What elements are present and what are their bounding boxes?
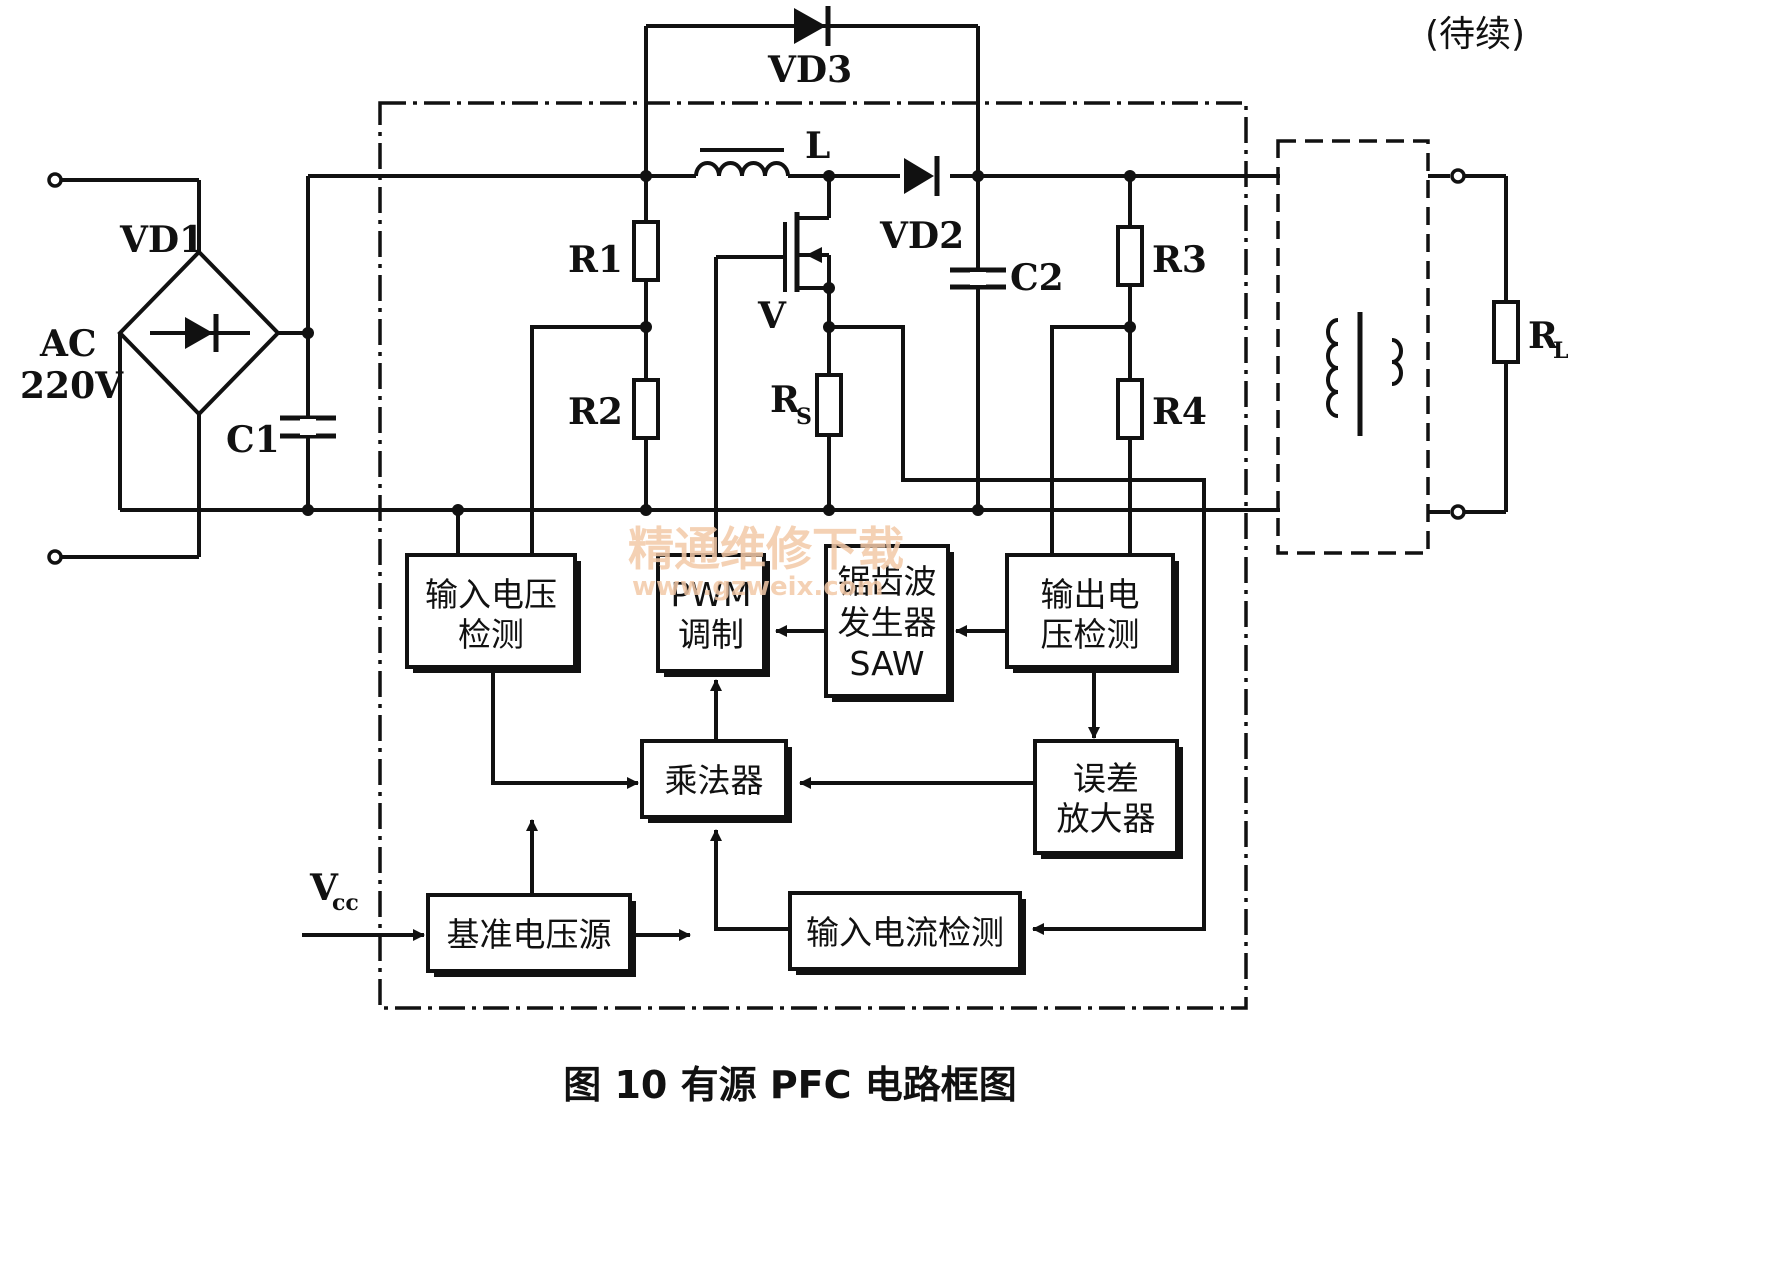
label-rl: R (1528, 315, 1559, 357)
block-multiplier-label: 乘法器 (665, 761, 764, 800)
transformer-boundary (1276, 139, 1430, 555)
resistor-r3 (1116, 225, 1144, 287)
diode-vd3 (644, 6, 980, 176)
block-input-voltage-detect-line1: 输入电压 (425, 575, 557, 614)
block-error-amplifier: 误差 放大器 (1033, 739, 1183, 859)
diode-vd2 (900, 156, 950, 196)
label-ac: AC (39, 323, 97, 365)
controller-ic-boundary (378, 101, 1248, 1010)
block-input-current-detect-label: 输入电流检测 (806, 913, 1004, 952)
label-vd1: VD1 (119, 219, 204, 261)
mosfet-v (714, 176, 831, 555)
block-error-amplifier-line1: 误差 (1073, 759, 1139, 798)
block-output-voltage-detect-line1: 输出电 (1041, 575, 1140, 614)
resistor-r2 (632, 378, 660, 440)
figure-caption: 图 10 有源 PFC 电路框图 (563, 1063, 1017, 1107)
label-r3: R3 (1152, 239, 1207, 281)
label-l: L (805, 125, 830, 167)
label-vcc: V (309, 867, 339, 909)
block-reference-voltage: 基准电压源 (426, 893, 636, 977)
block-input-voltage-detect: 输入电压 检测 (405, 553, 581, 673)
label-r2: R2 (568, 391, 623, 433)
capacitor-c1 (280, 415, 336, 439)
bridge-rectifier-vd1 (117, 249, 308, 510)
watermark-url: www.gzweix.com (632, 572, 884, 602)
block-pwm: PWM 调制 (656, 553, 770, 677)
label-v: V (757, 295, 787, 337)
block-saw-line2: 发生器 (838, 603, 937, 642)
block-reference-voltage-label: 基准电压源 (447, 915, 612, 954)
label-c1: C1 (226, 419, 280, 461)
block-saw-line1: 锯齿波 (838, 562, 937, 601)
label-rl-subscript: L (1553, 338, 1568, 364)
label-vd3: VD3 (767, 49, 852, 91)
block-output-voltage-detect: 输出电 压检测 (1005, 553, 1179, 673)
block-saw: 锯齿波 发生器 SAW (824, 544, 954, 702)
label-r1: R1 (568, 239, 623, 281)
ac-input (47, 172, 201, 565)
block-pwm-line1: PWM (670, 575, 751, 614)
label-c2: C2 (1010, 257, 1064, 299)
inductor-l (694, 148, 790, 178)
junctions (302, 170, 1136, 516)
label-ac-voltage: 220V (20, 365, 124, 407)
label-vd2: VD2 (879, 215, 964, 257)
status-continued: (待续) (1425, 14, 1525, 55)
block-input-voltage-detect-line2: 检测 (458, 615, 524, 654)
resistor-r4 (1116, 378, 1144, 440)
block-pwm-line2: 调制 (678, 615, 744, 654)
block-output-voltage-detect-line2: 压检测 (1041, 615, 1140, 654)
resistor-rs (815, 373, 843, 437)
ac-terminal-top (47, 172, 63, 188)
block-input-current-detect: 输入电流检测 (788, 891, 1026, 975)
transformer (1326, 312, 1403, 436)
block-error-amplifier-line2: 放大器 (1057, 799, 1156, 838)
block-multiplier: 乘法器 (640, 739, 792, 823)
label-rs: R (770, 379, 801, 421)
label-r4: R4 (1152, 391, 1207, 433)
label-rs-subscript: S (796, 404, 812, 430)
label-vcc-subscript: cc (332, 890, 359, 916)
watermark-title: 精通维修下载 (628, 522, 904, 576)
ac-terminal-bottom (47, 549, 63, 565)
block-saw-line3: SAW (850, 644, 925, 683)
capacitor-c2 (950, 176, 1006, 510)
resistor-r1 (632, 220, 660, 282)
load-rl (1428, 168, 1520, 520)
